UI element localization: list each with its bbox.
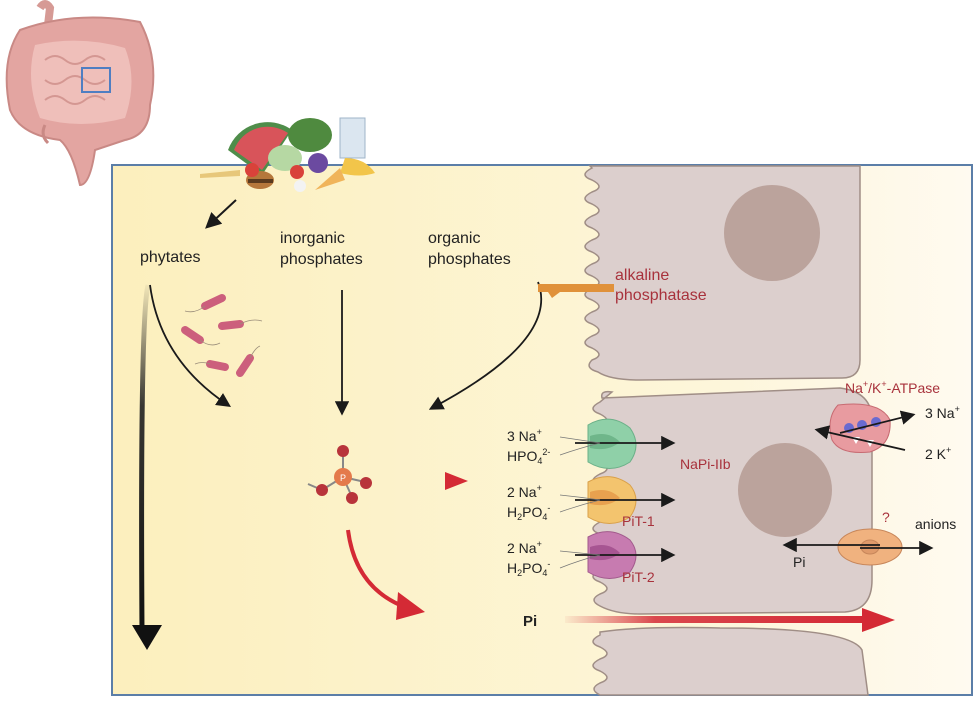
- label-basolateral-pi: Pi: [793, 554, 805, 570]
- label-pit-2: PiT-2: [622, 569, 655, 585]
- label-na-k-atpase: Na+/K+-ATPase: [845, 379, 940, 396]
- arrow-phytates-excreted: [139, 284, 151, 631]
- napi-ion-phosphate: HPO42-: [507, 447, 550, 466]
- label-paracellular-pi: Pi: [523, 613, 537, 630]
- pit2-ion-na: 2 Na+: [507, 539, 542, 556]
- arrow-organic-to-pi: [428, 281, 543, 410]
- pit1-ion-na: 2 Na+: [507, 483, 542, 500]
- label-phosphatase: phosphatase: [615, 287, 707, 304]
- label-2-k-in: 2 K+: [925, 445, 951, 462]
- pit1-ion-phosphate: H2PO4-: [507, 503, 550, 522]
- nucleus-upper: [724, 185, 820, 281]
- label-unknown-transporter: ?: [882, 509, 890, 525]
- label-organic-2: phosphates: [428, 251, 511, 268]
- anion-exchanger: [837, 528, 903, 566]
- label-anions: anions: [915, 516, 956, 532]
- label-3-na-out: 3 Na+: [925, 404, 960, 421]
- nucleus-middle: [738, 443, 832, 537]
- label-pit-1: PiT-1: [622, 513, 655, 529]
- phosphate-molecule-icon: P: [307, 445, 372, 504]
- arrow-pi-to-transporters-head: [445, 472, 468, 490]
- region-highlight-box: [81, 67, 111, 93]
- bacteria-icon: [181, 294, 254, 377]
- arrow-phytates-to-pi: [149, 284, 232, 407]
- alkaline-phosphatase-enzyme: [538, 284, 614, 298]
- transporter-arrows: [575, 435, 676, 563]
- label-inorganic-1: inorganic: [280, 230, 345, 247]
- arrow-k-in: [814, 425, 906, 451]
- arrow-pi-to-paracellular: [346, 529, 401, 607]
- napi-ion-na: 3 Na+: [507, 427, 542, 444]
- food-icon: [200, 117, 375, 192]
- arrow-paracellular-head: [862, 608, 895, 632]
- arrow-food-to-phytates: [205, 199, 237, 229]
- enterocyte-lower: [592, 626, 869, 696]
- label-organic-1: organic: [428, 230, 480, 247]
- arrow-na-out: [839, 410, 916, 434]
- label-napi-iib: NaPi-IIb: [680, 456, 731, 472]
- molecule-center-label: P: [340, 473, 346, 483]
- intestine-icon: [5, 0, 155, 187]
- label-inorganic-2: phosphates: [280, 251, 363, 268]
- label-alkaline: alkaline: [615, 267, 669, 284]
- ion-leader-lines: [559, 436, 601, 569]
- arrow-paracellular-pi: [565, 616, 865, 623]
- label-phytates: phytates: [140, 249, 200, 266]
- pit2-ion-phosphate: H2PO4-: [507, 559, 550, 578]
- arrow-pi-to-paracellular-head: [396, 592, 425, 620]
- arrow-phytates-head: [132, 625, 162, 650]
- bacteria-flagella: [184, 305, 263, 365]
